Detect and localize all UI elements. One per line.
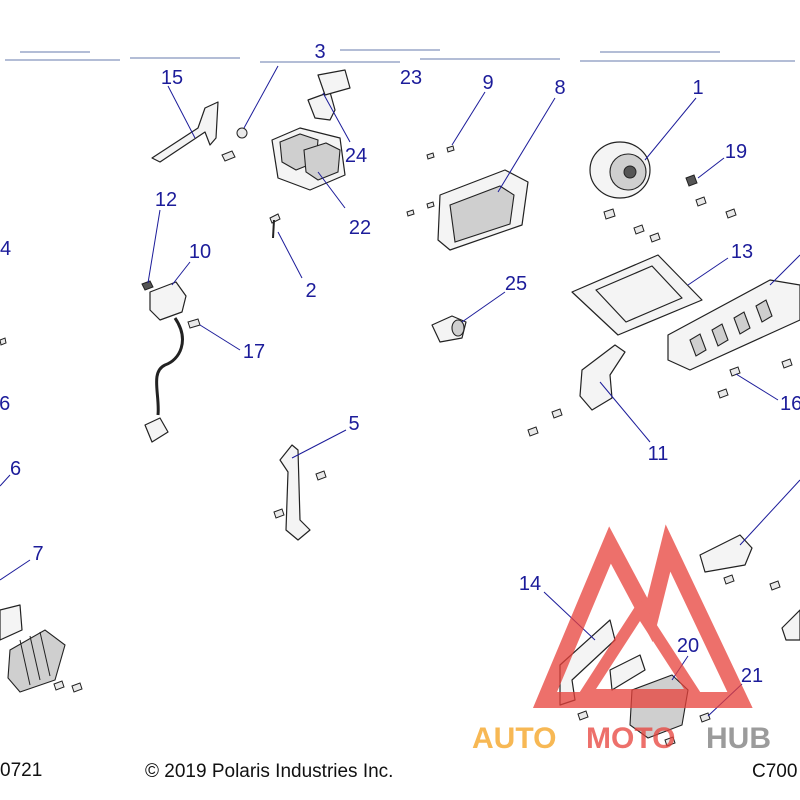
callout-4: 4 bbox=[0, 238, 11, 260]
callout-9: 9 bbox=[482, 72, 493, 94]
callout-11: 11 bbox=[648, 443, 669, 465]
callout-labels: 1 2 3 4 5 6 6 7 8 9 10 11 12 13 14 15 16… bbox=[0, 41, 800, 687]
bolt-2 bbox=[269, 213, 281, 239]
sensor-10 bbox=[141, 280, 201, 443]
callout-3: 3 bbox=[314, 41, 325, 63]
relay-block-22 bbox=[271, 127, 346, 191]
footer-right-code: C700 bbox=[752, 761, 797, 782]
callout-16-right: 16 bbox=[780, 393, 800, 415]
callout-2: 2 bbox=[305, 280, 316, 302]
callout-10: 10 bbox=[189, 241, 211, 263]
fasteners-19 bbox=[633, 174, 737, 243]
callout-1: 1 bbox=[692, 77, 703, 99]
footer: 0721 © 2019 Polaris Industries Inc. C700 bbox=[0, 760, 797, 782]
callout-15: 15 bbox=[161, 67, 183, 89]
watermark-auto: AUTO bbox=[472, 722, 556, 755]
callout-23: 23 bbox=[400, 67, 422, 89]
callout-25: 25 bbox=[505, 273, 527, 295]
callout-16-left: 16 bbox=[0, 393, 10, 415]
automotohub-watermark: AUTO MOTO HUB bbox=[472, 524, 771, 755]
regulator-7 bbox=[0, 604, 83, 693]
ecu-8 bbox=[406, 145, 529, 251]
callout-7: 7 bbox=[32, 543, 43, 565]
bracket-right bbox=[699, 534, 800, 723]
callout-5: 5 bbox=[348, 413, 359, 435]
callout-20: 20 bbox=[677, 635, 699, 657]
watermark-moto: MOTO bbox=[586, 722, 675, 755]
plate-13 bbox=[571, 254, 703, 336]
watermark-triangle-icon bbox=[532, 524, 753, 708]
header-scan-noise bbox=[5, 49, 795, 63]
horn-1 bbox=[589, 141, 651, 220]
bracket-5 bbox=[273, 444, 327, 541]
callout-19: 19 bbox=[725, 141, 747, 163]
callout-17: 17 bbox=[243, 341, 265, 363]
callout-6-lower: 6 bbox=[10, 458, 21, 480]
fuse-box bbox=[667, 279, 800, 399]
watermark-hub: HUB bbox=[706, 722, 771, 755]
bracket-11 bbox=[527, 344, 626, 437]
footer-left-code: 0721 bbox=[0, 760, 42, 781]
callout-8: 8 bbox=[554, 77, 565, 99]
leader-lines bbox=[0, 65, 800, 717]
watermark-inner-triangle-icon bbox=[573, 598, 707, 701]
callout-13: 13 bbox=[731, 241, 753, 263]
callout-12: 12 bbox=[155, 189, 177, 211]
callout-22: 22 bbox=[349, 217, 371, 239]
callout-14: 14 bbox=[519, 573, 541, 595]
socket-25 bbox=[431, 315, 467, 343]
callout-21: 21 bbox=[741, 665, 763, 687]
left-edge-parts bbox=[0, 337, 7, 346]
callout-24: 24 bbox=[345, 145, 367, 167]
clip-24 bbox=[307, 69, 351, 121]
bracket-15 bbox=[151, 101, 248, 163]
footer-copyright: © 2019 Polaris Industries Inc. bbox=[145, 761, 393, 782]
